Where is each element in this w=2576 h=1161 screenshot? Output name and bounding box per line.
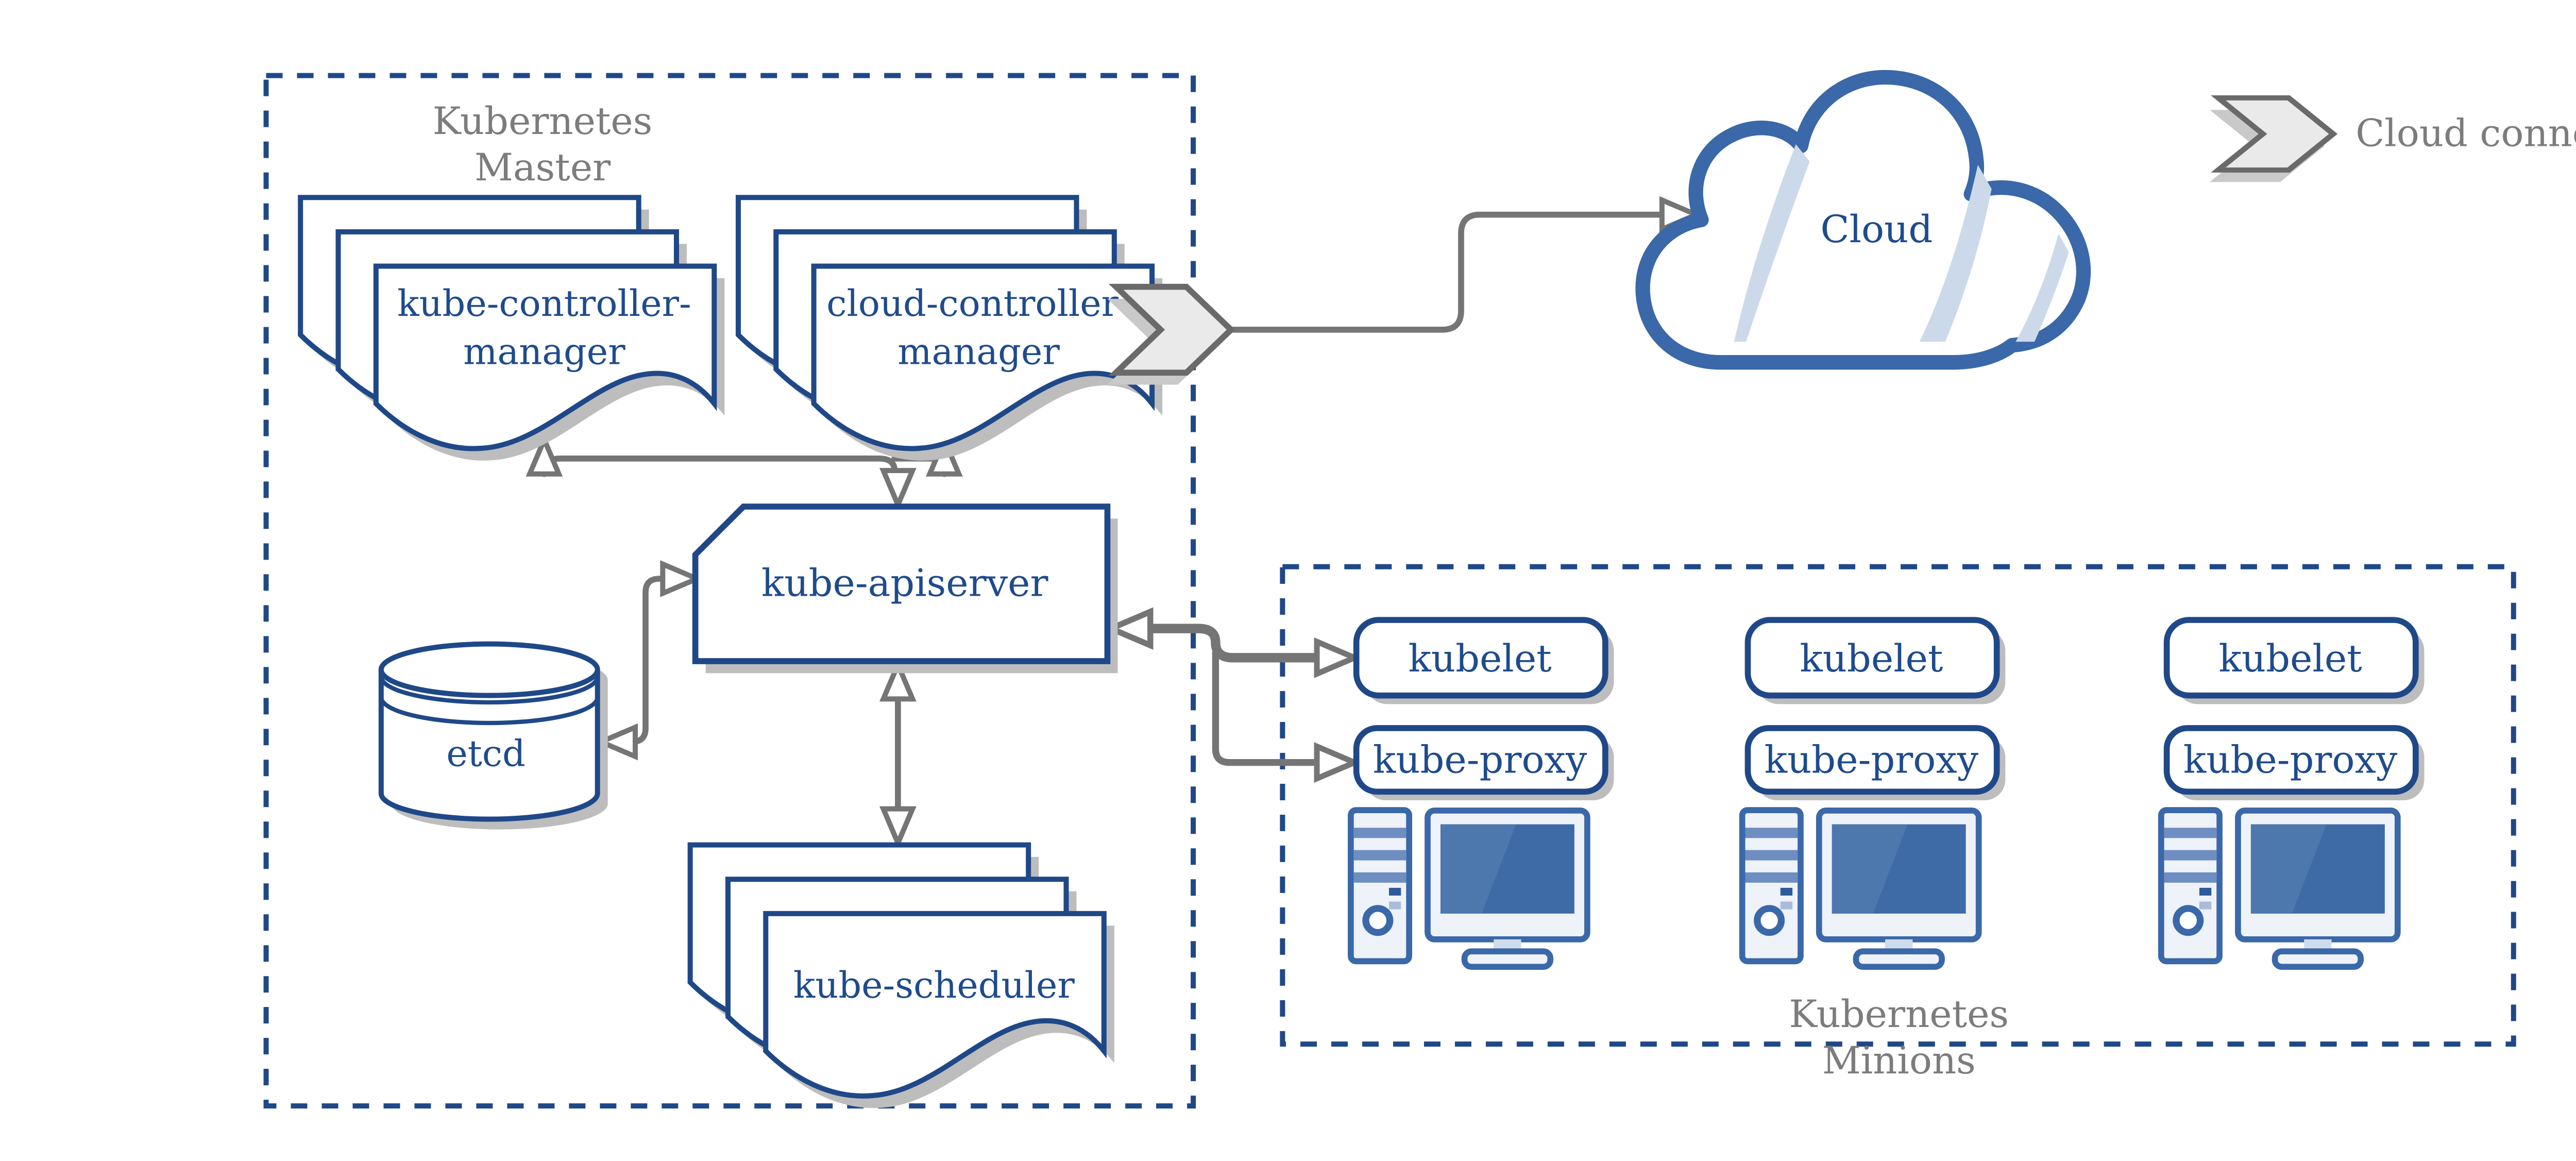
minion-node-3: kubelet kube-proxy: [2161, 617, 2425, 967]
kube-apiserver-shape: kube-apiserver: [692, 503, 1118, 674]
kube-proxy-box-3: [2163, 725, 2419, 795]
kubelet-label-2: kubelet: [1800, 637, 1943, 681]
kube-scheduler-stack: kube-scheduler: [690, 845, 1114, 1108]
kube-proxy-label-2: kube-proxy: [1765, 738, 1979, 782]
computer-icon-1: [1351, 810, 1587, 967]
minion-node-2: kubelet kube-proxy: [1742, 617, 2006, 967]
arrow-cloudcontroller-cloud: [1229, 211, 1662, 333]
cloud-label: Cloud: [1821, 208, 1933, 251]
master-boundary: [263, 73, 1196, 1109]
minions-boundary: [1280, 564, 2516, 1047]
kube-proxy-label-3: kube-proxy: [2183, 738, 2398, 782]
kube-scheduler-label: kube-scheduler: [793, 964, 1075, 1006]
kube-proxy-label-1: kube-proxy: [1373, 738, 1587, 782]
minions-title-line1: Kubernetes: [1789, 992, 2009, 1036]
arrow-apiserver-etcd: [629, 576, 666, 745]
kube-controller-manager-stack: kube-controller- manager: [300, 197, 725, 461]
kube-controller-manager-label-line2: manager: [463, 330, 625, 373]
kube-proxy-box-1: [1353, 725, 1608, 795]
kubelet-box-3: [2163, 617, 2419, 699]
etcd-label: etcd: [446, 732, 526, 775]
arrow-apiserver-kubeproxy: [1212, 649, 1323, 766]
legend: Cloud connector: [2209, 98, 2576, 182]
kubelet-box-2: [1744, 617, 2000, 699]
computer-icon-2: [1742, 810, 1979, 967]
kube-apiserver-label: kube-apiserver: [761, 561, 1049, 605]
legend-label: Cloud connector: [2355, 111, 2576, 155]
kubelet-box-1: [1353, 617, 1608, 699]
master-title-line2: Master: [474, 146, 611, 190]
computer-icon-3: [2161, 810, 2398, 967]
cloud-controller-manager-label-line1: cloud-controller-: [826, 282, 1131, 325]
etcd-cylinder: etcd: [378, 641, 608, 830]
minions-title-line2: Minions: [1822, 1039, 1976, 1083]
master-title-line1: Kubernetes: [433, 99, 653, 143]
kube-proxy-box-2: [1744, 725, 2000, 795]
arrow-apiserver-kubelet: [1140, 624, 1324, 663]
legend-chevron-icon: [2209, 98, 2333, 182]
cloud-controller-manager-label-line2: manager: [897, 330, 1060, 373]
cloud-controller-manager-stack: cloud-controller- manager: [738, 197, 1163, 461]
kube-controller-manager-label-line1: kube-controller-: [397, 282, 691, 325]
cloud-highlights: [1734, 144, 2069, 342]
kubelet-label-1: kubelet: [1409, 637, 1552, 681]
cloud-shape: Cloud: [1635, 70, 2091, 370]
kubelet-label-3: kubelet: [2218, 637, 2362, 681]
minion-node-1: kubelet kube-proxy: [1351, 617, 1614, 967]
